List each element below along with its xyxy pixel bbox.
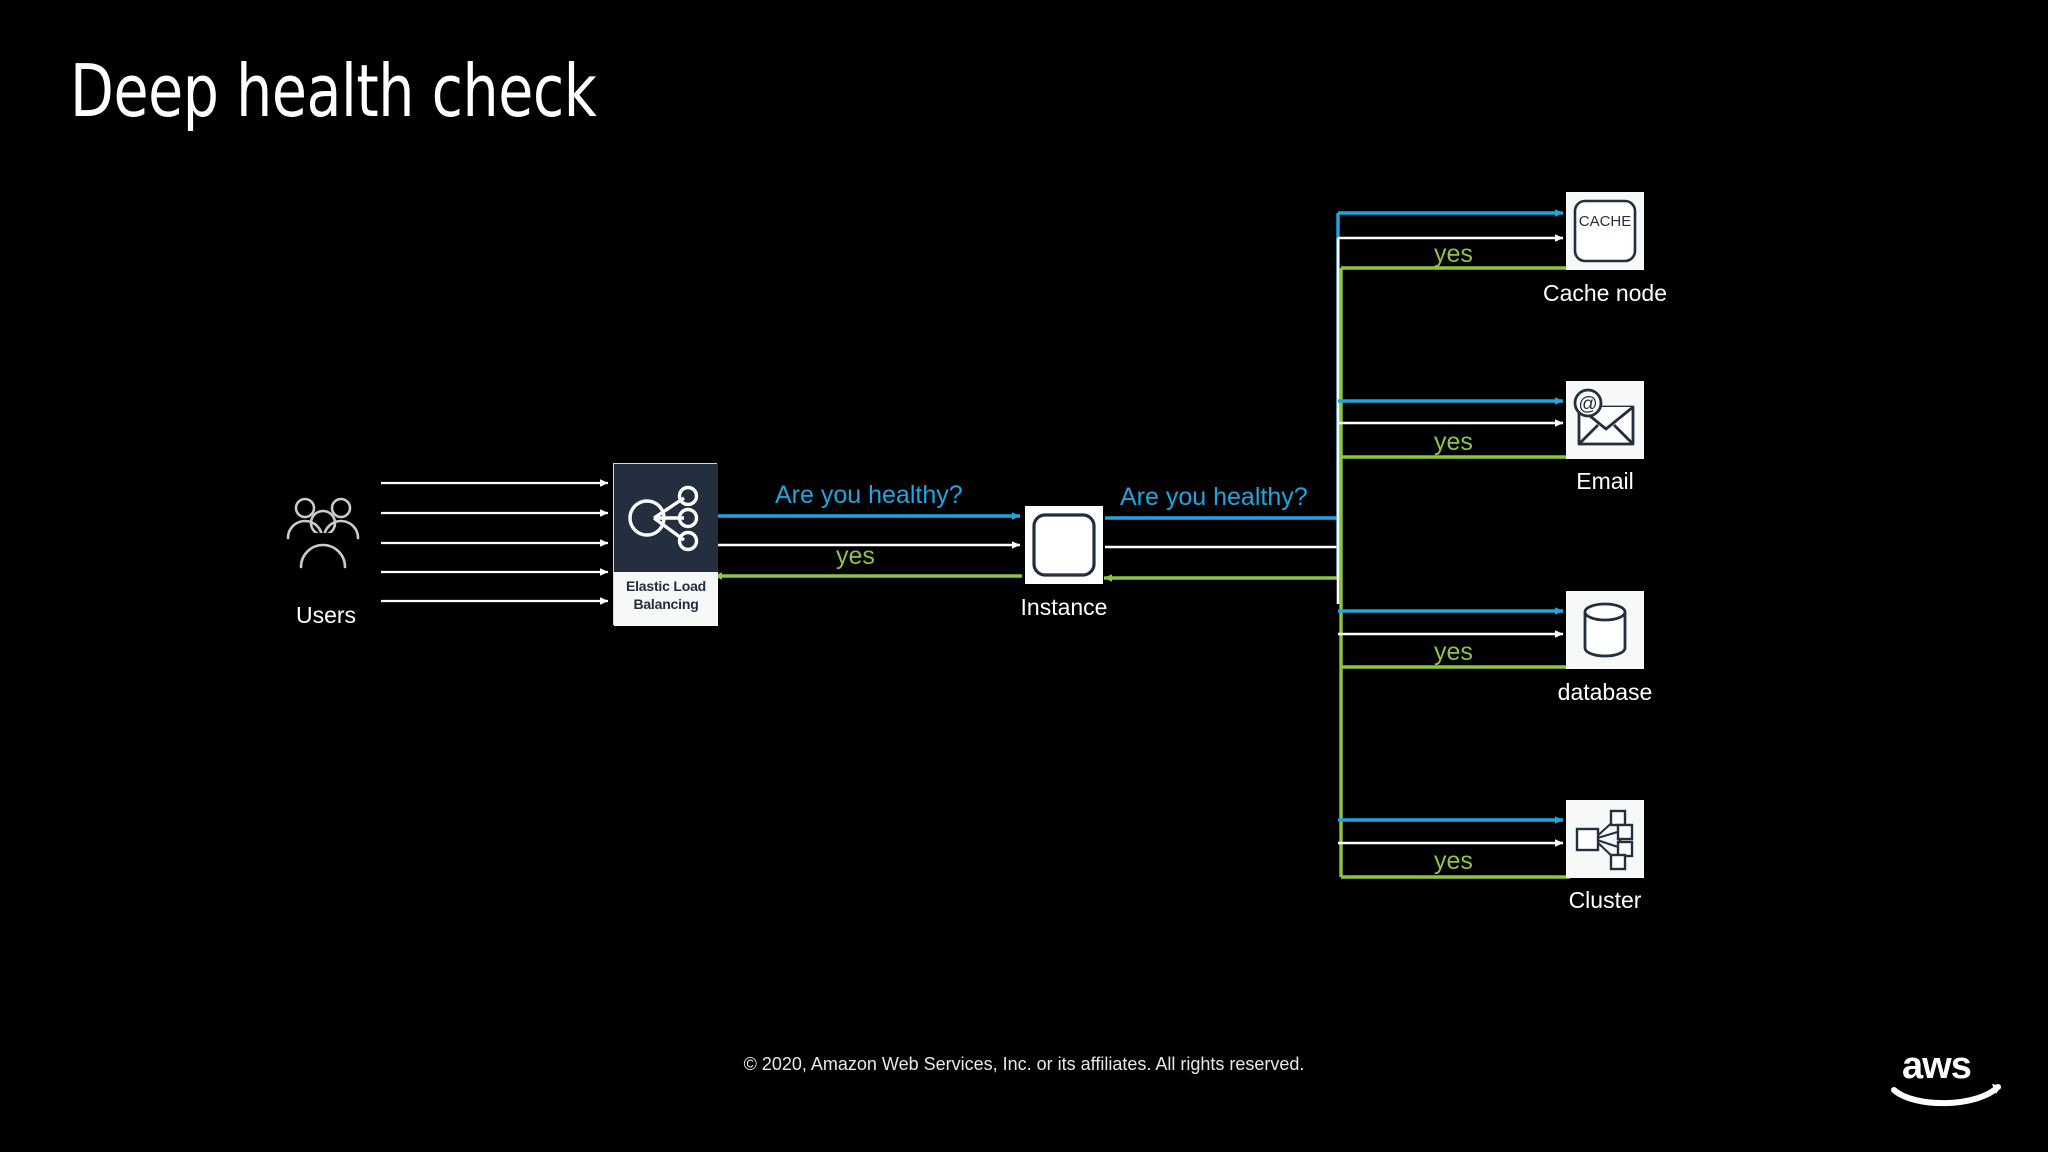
edge-label-ask-elb-instance: Are you healthy? [775,481,963,509]
users-icon [286,497,360,569]
cache-node-label: Cache node [1542,280,1668,306]
edge-label-yes-email: yes [1434,428,1473,456]
database-label: database [1557,679,1653,705]
instance-label: Instance [1020,594,1108,620]
at-sign-glyph: @ [1578,394,1597,415]
cluster-nodes-icon[interactable] [1566,800,1644,878]
database-cylinder-icon[interactable] [1566,591,1644,669]
edge-label-yes-cluster: yes [1434,847,1473,875]
aws-wordmark: aws [1902,1045,1971,1087]
elastic-load-balancing-caption: Elastic Load Balancing [614,572,718,626]
cache-node-icon-text: CACHE [1579,213,1632,230]
cache-node-branches [1338,209,1570,270]
edge-label-yes-database: yes [1434,638,1473,666]
cluster-branches [1338,816,1570,879]
email-label: Email [1576,468,1634,494]
email-branches [1338,397,1570,459]
aws-logo: aws [1891,1045,2001,1107]
ec2-instance-icon[interactable] [1025,506,1103,584]
elastic-load-balancing-node[interactable]: Elastic Load Balancing [613,463,718,626]
email-envelope-icon[interactable]: @ [1566,381,1644,459]
cache-node-icon[interactable]: CACHE [1566,192,1644,270]
user-request-arrows [381,479,609,605]
database-branches [1338,607,1570,669]
elb-caption-line2: Balancing [633,595,699,612]
users-label: Users [295,602,357,628]
edge-label-yes-instance-elb: yes [836,542,875,570]
page-title: Deep health check [70,49,597,133]
edge-label-yes-cache: yes [1434,240,1473,268]
elastic-load-balancing-icon [614,464,718,572]
copyright-footer: © 2020, Amazon Web Services, Inc. or its… [743,1054,1305,1074]
elb-caption-line1: Elastic Load [625,578,707,594]
edge-label-ask-instance-services: Are you healthy? [1120,483,1308,511]
cluster-label: Cluster [1568,887,1642,913]
